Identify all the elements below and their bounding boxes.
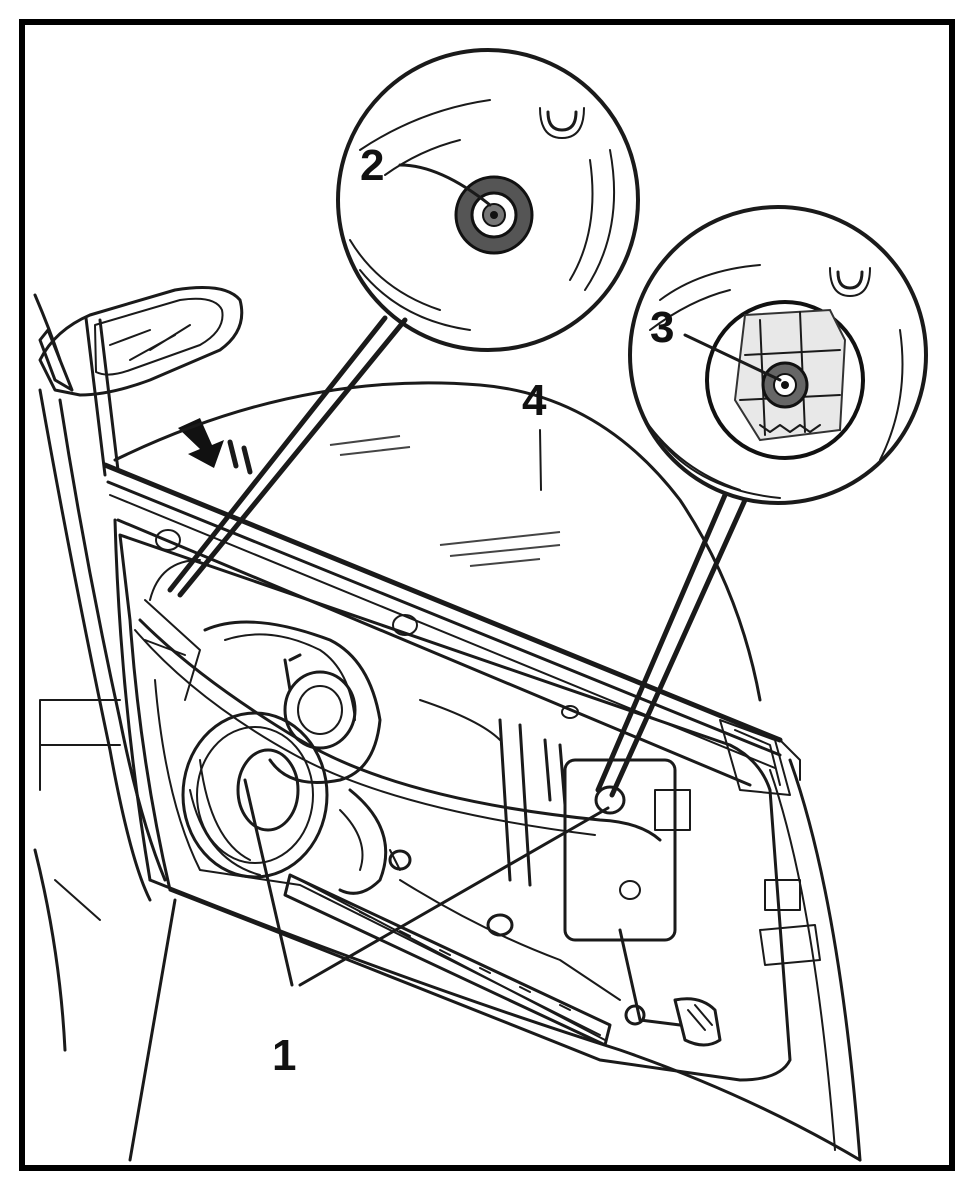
door-handle bbox=[673, 997, 722, 1047]
door-shell bbox=[113, 518, 862, 1162]
side-mirror bbox=[38, 286, 244, 397]
a-pillar bbox=[33, 293, 177, 1162]
door-inner-panel bbox=[118, 529, 792, 1082]
detail-circle-2 bbox=[336, 48, 640, 352]
callout-1: 1 bbox=[272, 1031, 296, 1080]
detail-circle-3 bbox=[628, 205, 928, 505]
callout-2: 2 bbox=[360, 141, 384, 190]
leader-lines bbox=[167, 163, 782, 987]
window-regulator bbox=[134, 599, 691, 1027]
callout-3: 3 bbox=[650, 303, 674, 352]
direction-arrow-icon bbox=[178, 418, 253, 475]
window-glass bbox=[113, 381, 762, 702]
door-bottom-trim bbox=[283, 873, 612, 1047]
callout-4: 4 bbox=[522, 376, 547, 425]
